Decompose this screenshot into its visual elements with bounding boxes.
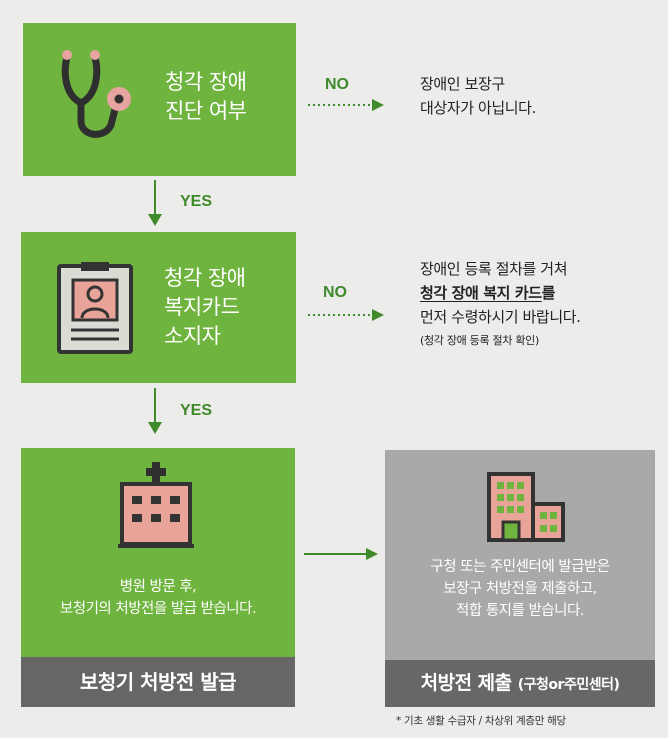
step1-no-note: 장애인 보장구 대상자가 아닙니다. <box>420 72 536 120</box>
step-prescription-box: 병원 방문 후, 보청기의 처방전을 발급 받습니다. <box>21 448 295 657</box>
step4-text: 구청 또는 주민센터에 발급받은 보장구 처방전을 제출하고, 적합 통지를 받… <box>385 556 655 622</box>
step1-title-line: 청각 장애 <box>165 70 247 94</box>
step2-title-line: 청각 장애 <box>164 266 246 290</box>
prescription-issue-footer: 보청기 처방전 발급 <box>21 657 295 707</box>
yes-label-1: YES <box>180 193 213 210</box>
registration-procedure-note: (청각 장애 등록 절차 확인) <box>420 334 539 347</box>
submit-footer-location: (구청or주민센터) <box>517 677 620 693</box>
step1-title-line: 진단 여부 <box>165 99 247 123</box>
yes-arrow-2 <box>148 388 162 434</box>
office-building-icon <box>487 472 565 542</box>
welfare-card-emphasis: 청각 장애 복지 카드 <box>420 284 542 302</box>
no-arrow-2 <box>308 309 384 321</box>
step3-text-line: 병원 방문 후, <box>119 579 197 595</box>
step2-note-line: 장애인 등록 절차를 거쳐 <box>420 260 568 278</box>
step3-text-line: 보청기의 처방전을 발급 받습니다. <box>59 601 257 617</box>
stethoscope-icon <box>61 50 131 138</box>
step4-text-line: 보장구 처방전을 제출하고, <box>443 581 597 597</box>
step-submit-box: 구청 또는 주민센터에 발급받은 보장구 처방전을 제출하고, 적합 통지를 받… <box>385 450 655 660</box>
step2-title-line: 소지자 <box>164 324 221 348</box>
yes-label-2: YES <box>180 402 213 419</box>
step2-note-line: 청각 장애 복지 카드를 <box>420 281 581 305</box>
step2-title: 청각 장애 복지카드 소지자 <box>164 264 246 351</box>
hospital-icon <box>118 462 194 548</box>
prescription-submit-footer: 처방전 제출 (구청or주민센터) <box>385 660 655 707</box>
step4-text-line: 적합 통지를 받습니다. <box>456 603 584 619</box>
step1-note-line: 장애인 보장구 <box>420 75 505 93</box>
step-card-holder-box: 청각 장애 복지카드 소지자 <box>21 232 296 383</box>
step1-note-line: 대상자가 아닙니다. <box>420 99 536 117</box>
yes-arrow-1 <box>148 180 162 226</box>
no-label-1: NO <box>325 76 349 93</box>
step2-note-line: 먼저 수령하시기 바랍니다. <box>420 308 581 326</box>
step4-text-line: 구청 또는 주민센터에 발급받은 <box>430 559 610 575</box>
step3-text: 병원 방문 후, 보청기의 처방전을 발급 받습니다. <box>21 576 295 620</box>
no-label-2: NO <box>323 284 347 301</box>
submit-arrow <box>304 548 378 560</box>
step-diagnosis-box: 청각 장애 진단 여부 <box>23 23 296 176</box>
step2-no-note: 장애인 등록 절차를 거쳐 청각 장애 복지 카드를 먼저 수령하시기 바랍니다… <box>420 257 581 353</box>
no-arrow-1 <box>308 99 384 111</box>
id-card-icon <box>57 262 133 354</box>
step2-note-suffix: 를 <box>541 284 556 302</box>
step2-title-line: 복지카드 <box>164 295 240 319</box>
eligibility-footnote: * 기초 생활 수급자 / 차상위 계층만 해당 <box>396 715 566 727</box>
submit-footer-main: 처방전 제출 <box>420 672 513 694</box>
step1-title: 청각 장애 진단 여부 <box>165 68 247 126</box>
